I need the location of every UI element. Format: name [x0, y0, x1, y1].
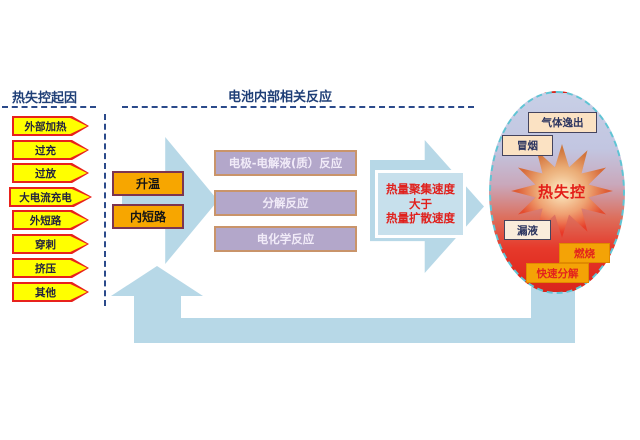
condition-line-2: 大于: [409, 196, 432, 211]
vertical-divider-dashed: [104, 114, 106, 306]
cause-shape: 挤压: [14, 260, 87, 276]
outcome-leakage: 漏液: [504, 220, 551, 240]
cause-high-current-charging: 大电流充电: [9, 187, 92, 207]
outcome-combustion: 燃烧: [559, 243, 610, 263]
cause-other: 其他: [12, 282, 89, 302]
trigger-temperature-rise: 升温: [112, 171, 184, 196]
left-section-title: 热失控起因: [12, 91, 78, 106]
cause-shape: 过充: [14, 142, 87, 158]
cause-label: 外部加热: [24, 120, 67, 133]
cause-label: 过放: [35, 167, 56, 180]
condition-line-3: 热量扩散速度: [386, 211, 455, 226]
cause-shape: 外短路: [14, 212, 87, 228]
thermal-runaway-label: 热失控: [537, 182, 586, 201]
cause-overcharge: 过充: [12, 140, 89, 160]
outcome-smoke: 冒烟: [502, 135, 553, 156]
cause-shape: 外部加热: [14, 118, 87, 134]
reaction-decomposition: 分解反应: [214, 190, 357, 216]
cause-shape: 穿刺: [14, 236, 87, 252]
cause-external-heating: 外部加热: [12, 116, 89, 136]
cause-overdischarge: 过放: [12, 163, 89, 183]
middle-section-title: 电池内部相关反应: [228, 90, 333, 105]
cause-label: 大电流充电: [19, 191, 72, 204]
cause-label: 挤压: [35, 262, 56, 275]
reaction-electrochemical: 电化学反应: [214, 226, 357, 252]
outcome-gas-escape: 气体逸出: [528, 112, 597, 133]
cause-label: 过充: [35, 144, 56, 157]
cause-external-short-circuit: 外短路: [12, 210, 89, 230]
cause-label: 外短路: [29, 214, 62, 227]
feedback-loop-arrowhead-icon: [111, 266, 203, 296]
cause-crush: 挤压: [12, 258, 89, 278]
feedback-loop-bar: [134, 318, 575, 343]
cause-shape: 其他: [14, 284, 87, 300]
cause-label: 其他: [35, 286, 56, 299]
heat-rate-condition-box: 热量聚集速度 大于 热量扩散速度: [375, 170, 466, 238]
condition-line-1: 热量聚集速度: [386, 182, 455, 197]
left-title-underline: [2, 106, 96, 108]
reaction-electrode-electrolyte: 电极-电解液(质）反应: [214, 150, 357, 176]
cause-label: 穿刺: [35, 238, 56, 251]
cause-puncture: 穿刺: [12, 234, 89, 254]
trigger-internal-short-circuit: 内短路: [112, 204, 184, 229]
outcome-rapid-decomposition: 快速分解: [526, 263, 589, 283]
thermal-runaway-starburst-icon: [511, 143, 613, 239]
cause-shape: 过放: [14, 165, 87, 181]
flow-arrow-causes-to-reactions: [122, 137, 218, 264]
cause-shape: 大电流充电: [11, 189, 90, 205]
middle-title-underline: [122, 106, 474, 108]
